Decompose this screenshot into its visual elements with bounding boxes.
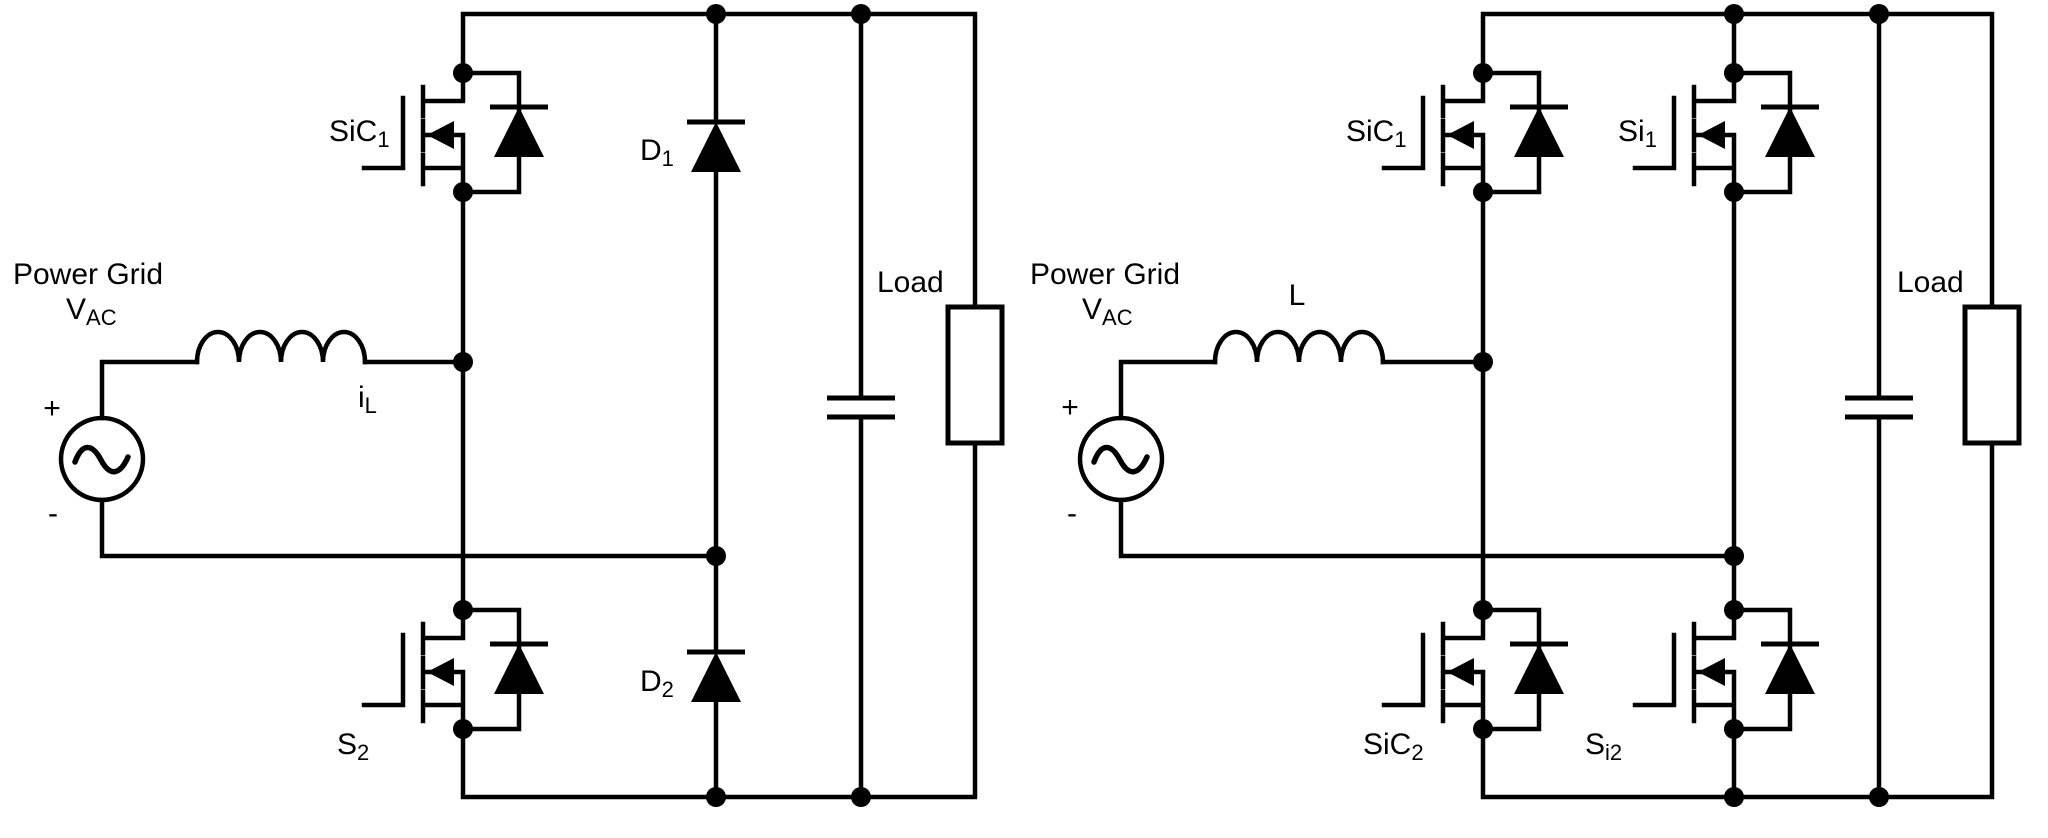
switch-sic1-label: SiC1: [1346, 115, 1407, 152]
junction-dot: [453, 352, 473, 372]
minus-label: -: [1067, 497, 1077, 530]
switch-si1-label: Si1: [1618, 115, 1657, 152]
power-grid-label: Power Grid: [1030, 258, 1180, 291]
junction-dot: [1724, 546, 1744, 566]
mosfet-icon: [1384, 600, 1568, 739]
inductor-icon: [197, 332, 365, 362]
junction-dot: [1869, 4, 1889, 24]
junction-dot: [706, 787, 726, 807]
switch-si2-label: Si2: [1585, 728, 1622, 765]
capacitor-icon: [1845, 398, 1913, 417]
diode-icon: [687, 652, 745, 702]
diode-d1-label: D1: [640, 134, 674, 171]
junction-dot: [706, 4, 726, 24]
ac-source-icon: [61, 418, 143, 500]
mosfet-icon: [364, 63, 548, 202]
minus-label: -: [48, 497, 58, 530]
junction-dot: [1724, 4, 1744, 24]
switch-s2-label: S2: [337, 728, 369, 765]
diode-icon: [687, 122, 745, 172]
diode-d2-label: D2: [640, 665, 674, 702]
plus-label: +: [1061, 391, 1079, 424]
mosfet-icon: [364, 600, 548, 739]
inductor-current-label: iL: [358, 381, 377, 418]
plus-label: +: [43, 392, 61, 425]
vac-label: VAC: [66, 293, 117, 330]
load-resistor-icon: [948, 307, 1002, 443]
power-grid-label: Power Grid: [13, 258, 163, 291]
inductor-label: L: [1289, 279, 1306, 312]
load-label: Load: [877, 266, 944, 299]
switch-sic2-label: SiC2: [1363, 728, 1424, 765]
junction-dot: [1869, 787, 1889, 807]
junction-dot: [851, 4, 871, 24]
inductor-icon: [1215, 332, 1383, 362]
junction-dot: [706, 546, 726, 566]
capacitor-icon: [827, 398, 895, 417]
switch-sic1-label: SiC1: [329, 115, 390, 152]
junction-dot: [851, 787, 871, 807]
wiring: [99, 11, 978, 800]
mosfet-icon: [1635, 600, 1819, 739]
mosfet-icon: [1635, 63, 1819, 202]
right-circuit: Power Grid VAC + - L SiC1 Si1 SiC2 Si2 L…: [1030, 4, 2019, 807]
load-resistor-icon: [1965, 307, 2019, 443]
vac-label: VAC: [1082, 293, 1133, 330]
mosfet-icon: [1384, 63, 1568, 202]
load-label: Load: [1897, 266, 1964, 299]
ac-source-icon: [1080, 418, 1162, 500]
junction-dot: [1473, 352, 1493, 372]
junction-dot: [1724, 787, 1744, 807]
left-circuit: Power Grid VAC + - SiC1 iL D1 D2 S2 Load: [13, 4, 1002, 807]
